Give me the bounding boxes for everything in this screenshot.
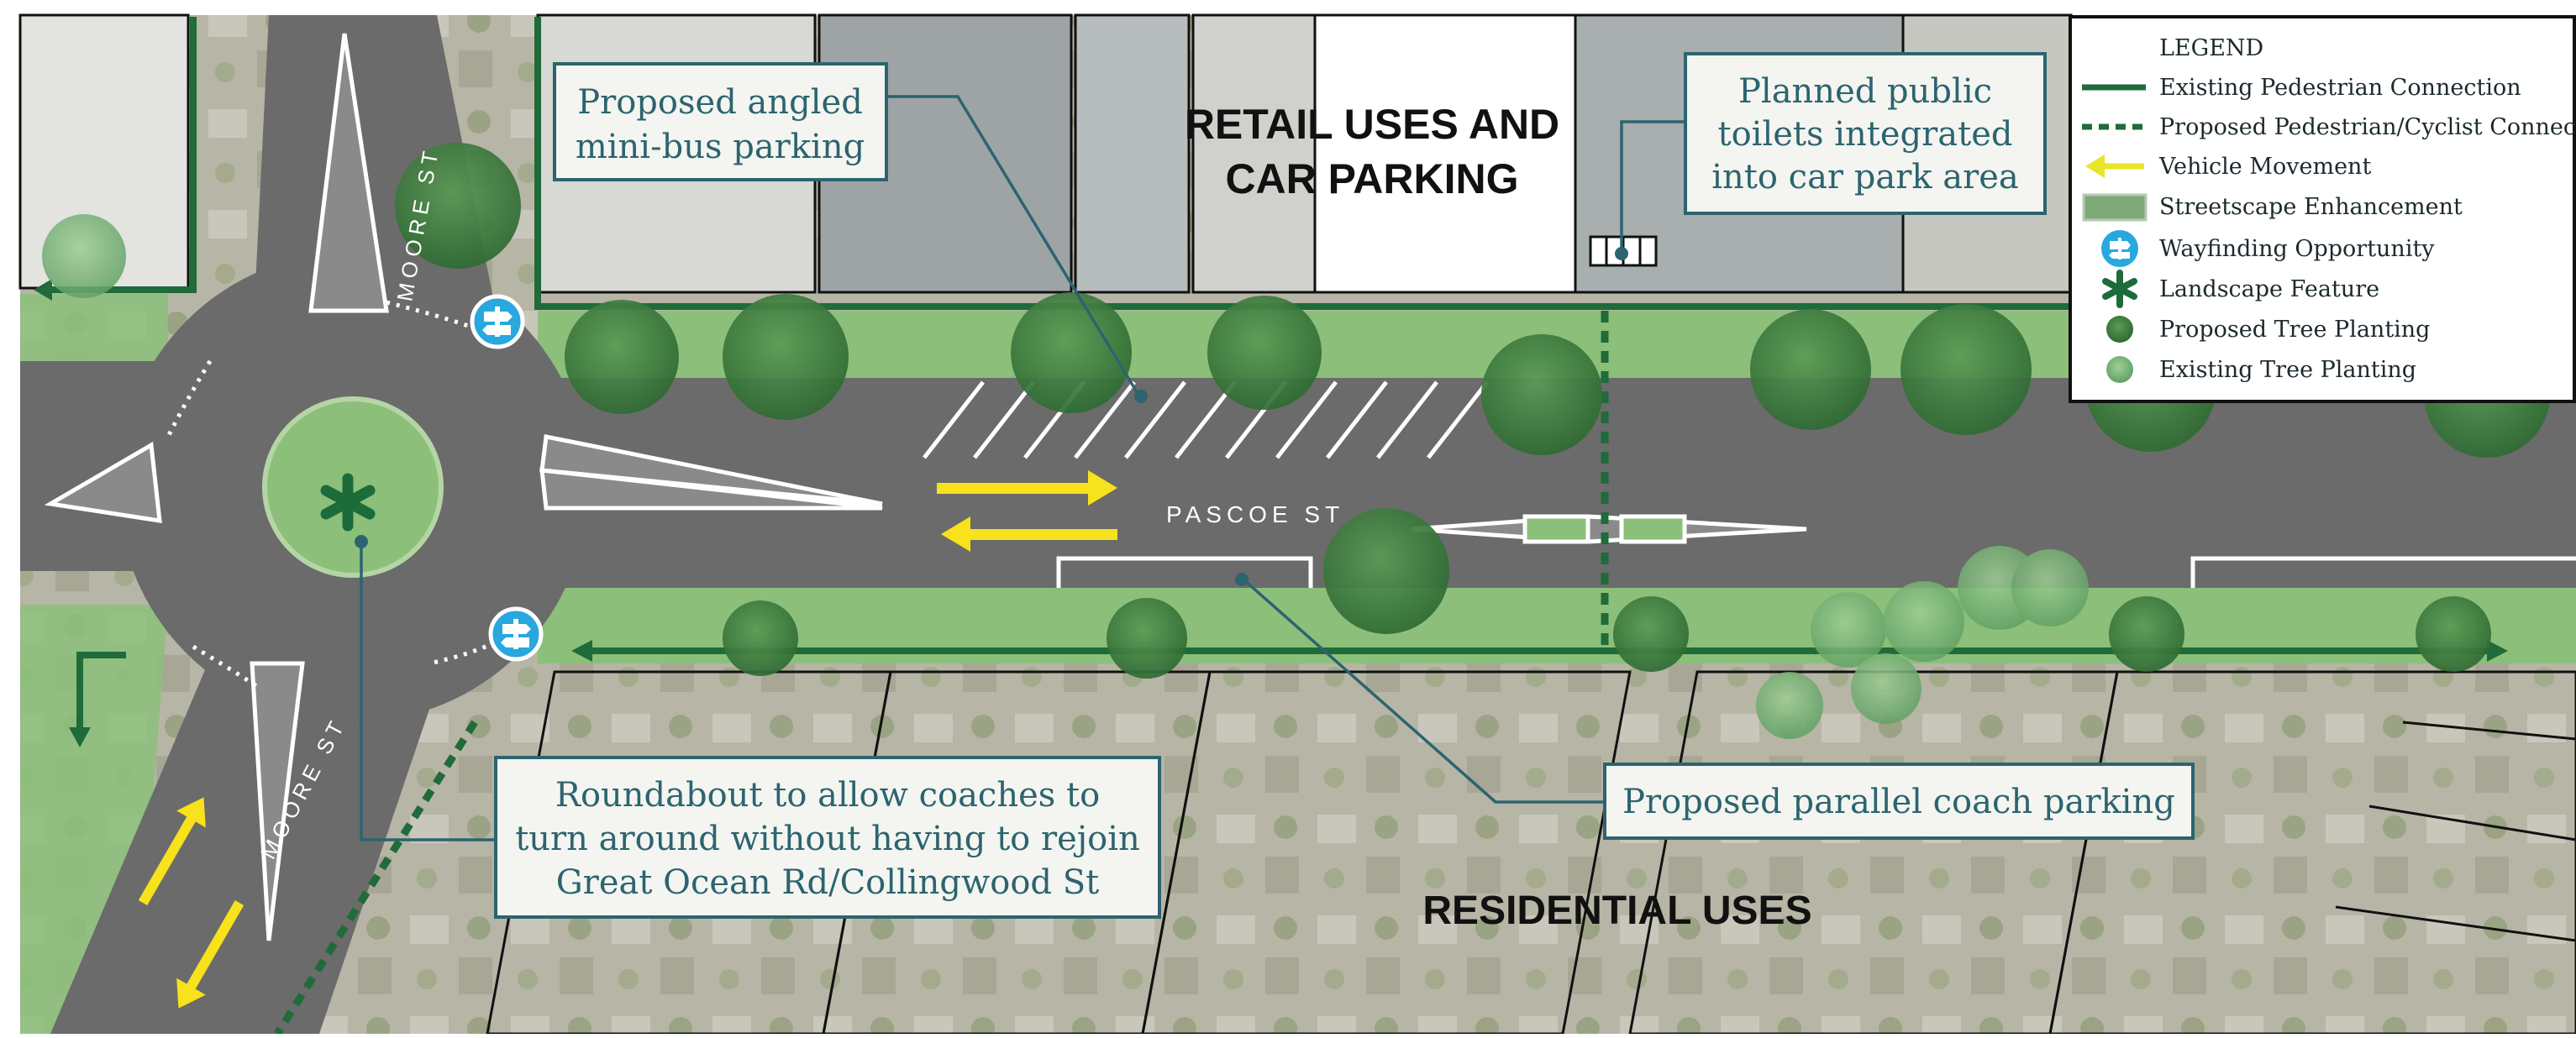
existing-trees (42, 214, 2089, 739)
vehicle-movement-arrows (138, 470, 1117, 1009)
angled-parking-bays (923, 380, 1489, 459)
callout-public-toilets: Planned public toilets integrated into c… (1684, 52, 2047, 215)
callout-coach-line1: Proposed parallel coach parking (1622, 783, 2175, 821)
parallel-coach-bays (1056, 556, 2576, 588)
callout-roundabout-line3: Great Ocean Rd/Collingwood St (556, 863, 1099, 902)
street-label-pascoe: PASCOE ST (1166, 501, 1344, 527)
retail-zone-label-line1: RETAIL USES AND (1185, 101, 1559, 148)
signpost-icon (2101, 230, 2138, 267)
legend-item-existing-tree: Existing Tree Planting (2159, 357, 2416, 383)
callout-roundabout-line2: turn around without having to rejoin (515, 820, 1140, 858)
existing-path-arrowheads (34, 279, 2508, 747)
light-tree-icon (2106, 356, 2133, 383)
callout-toilets-line3: into car park area (1711, 158, 2019, 197)
callout-toilets-line2: toilets integrated (1718, 115, 2013, 154)
callout-minibus-line2: mini-bus parking (576, 128, 865, 166)
traffic-islands (44, 33, 1807, 941)
callout-leader-lines (360, 95, 1685, 841)
callout-toilets-line1: Planned public (1738, 72, 1992, 111)
retail-zone-label-line2: CAR PARKING (1225, 155, 1518, 202)
landscape-feature-icon (320, 473, 376, 532)
legend-item-vehicle-movement: Vehicle Movement (2158, 154, 2371, 180)
legend-item-proposed-pedestrian: Proposed Pedestrian/Cyclist Connection (2159, 114, 2576, 140)
callout-leader-dots (355, 247, 1628, 586)
wayfinding-icon (488, 606, 544, 662)
dark-tree-icon (2106, 316, 2133, 343)
green-band-icon (2082, 193, 2148, 222)
proposed-trees (395, 143, 2550, 679)
legend-item-existing-pedestrian: Existing Pedestrian Connection (2159, 75, 2521, 101)
wayfinding-icon (470, 294, 525, 349)
callout-minibus-parking: Proposed angled mini-bus parking (553, 62, 888, 181)
callout-roundabout-line1: Roundabout to allow coaches to (555, 776, 1100, 815)
callout-coach-parking: Proposed parallel coach parking (1603, 763, 2195, 840)
yellow-arrow-icon (2085, 155, 2144, 178)
legend-item-proposed-tree: Proposed Tree Planting (2159, 317, 2430, 343)
proposed-pedestrian-connection (274, 311, 1609, 1036)
legend-item-streetscape: Streetscape Enhancement (2159, 194, 2463, 220)
legend-panel: LEGEND Existing Pedestrian Connection Pr… (2069, 15, 2576, 403)
legend-item-wayfinding: Wayfinding Opportunity (2159, 236, 2435, 262)
legend-title: LEGEND (2159, 35, 2263, 61)
legend-item-landscape: Landscape Feature (2159, 276, 2379, 302)
asterisk-icon (2102, 270, 2137, 308)
callout-roundabout: Roundabout to allow coaches to turn arou… (494, 756, 1161, 919)
residential-zone-label: RESIDENTIAL USES (1422, 889, 1811, 933)
callout-minibus-line1: Proposed angled (577, 83, 863, 122)
